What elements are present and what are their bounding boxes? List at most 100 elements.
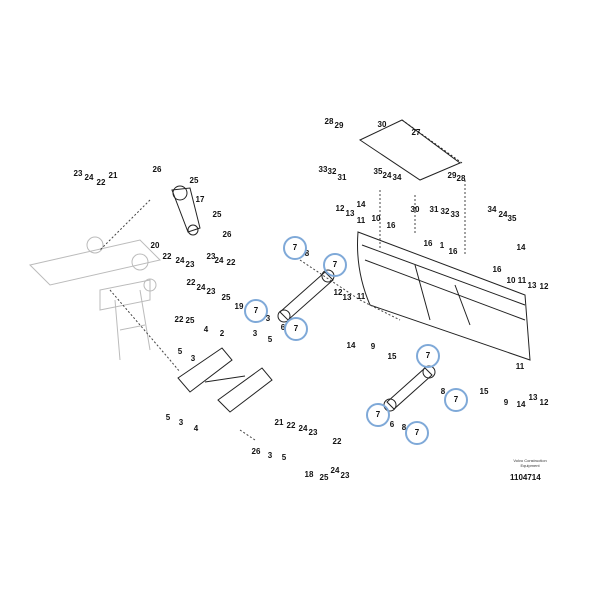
- callout-label-13: 13: [528, 393, 538, 402]
- callout-label-33: 33: [318, 165, 328, 174]
- callout-label-23: 23: [206, 252, 216, 261]
- callout-label-33: 33: [450, 210, 460, 219]
- callout-highlight-circle: [405, 421, 429, 445]
- callout-label-1: 1: [439, 241, 445, 250]
- callout-label-23: 23: [308, 428, 318, 437]
- callout-label-7: 7: [414, 428, 420, 437]
- callout-label-26: 26: [152, 165, 162, 174]
- callout-label-24: 24: [382, 171, 392, 180]
- callout-label-29: 29: [334, 121, 344, 130]
- callout-label-5: 5: [281, 453, 287, 462]
- callout-label-24: 24: [330, 466, 340, 475]
- callout-label-28: 28: [456, 174, 466, 183]
- callout-label-24: 24: [175, 256, 185, 265]
- callout-label-31: 31: [337, 173, 347, 182]
- callout-label-34: 34: [487, 205, 497, 214]
- callout-label-27: 27: [411, 128, 421, 137]
- callout-label-21: 21: [108, 171, 118, 180]
- callout-label-7: 7: [375, 410, 381, 419]
- callout-label-29: 29: [447, 171, 457, 180]
- callout-label-35: 35: [507, 214, 517, 223]
- callout-label-13: 13: [345, 209, 355, 218]
- callout-label-19: 19: [234, 302, 244, 311]
- callout-label-2: 2: [219, 329, 225, 338]
- callout-label-12: 12: [333, 288, 343, 297]
- callout-label-34: 34: [392, 173, 402, 182]
- callout-label-22: 22: [186, 278, 196, 287]
- callout-label-25: 25: [189, 176, 199, 185]
- callout-label-25: 25: [319, 473, 329, 482]
- callout-label-7: 7: [292, 243, 298, 252]
- callout-label-12: 12: [539, 282, 549, 291]
- callout-label-22: 22: [286, 421, 296, 430]
- callout-label-16: 16: [386, 221, 396, 230]
- callout-label-31: 31: [429, 205, 439, 214]
- machine-frame: [29, 236, 161, 361]
- callout-label-20: 20: [150, 241, 160, 250]
- callout-label-21: 21: [274, 418, 284, 427]
- callout-label-25: 25: [212, 210, 222, 219]
- lower-link: [383, 365, 436, 412]
- callout-label-24: 24: [196, 283, 206, 292]
- callout-highlight-circle: [284, 317, 308, 341]
- callout-label-30: 30: [377, 120, 387, 129]
- cover-plate: [358, 119, 463, 181]
- callout-label-17: 17: [195, 195, 205, 204]
- callout-label-8: 8: [304, 249, 310, 258]
- callout-label-3: 3: [265, 314, 271, 323]
- callout-label-4: 4: [193, 424, 199, 433]
- callout-label-23: 23: [73, 169, 83, 178]
- drawing-code: 1104714: [510, 473, 541, 482]
- callout-label-11: 11: [356, 216, 366, 225]
- arm-link: [171, 185, 201, 236]
- callout-label-3: 3: [178, 418, 184, 427]
- callout-label-5: 5: [165, 413, 171, 422]
- callout-label-28: 28: [324, 117, 334, 126]
- callout-label-13: 13: [342, 293, 352, 302]
- callout-label-22: 22: [226, 258, 236, 267]
- callout-label-7: 7: [293, 324, 299, 333]
- callout-label-35: 35: [373, 167, 383, 176]
- callout-label-6: 6: [280, 323, 286, 332]
- callout-label-14: 14: [346, 341, 356, 350]
- callout-label-22: 22: [332, 437, 342, 446]
- callout-highlight-circle: [244, 299, 268, 323]
- callout-label-14: 14: [516, 400, 526, 409]
- callout-label-7: 7: [453, 395, 459, 404]
- callout-label-11: 11: [356, 292, 366, 301]
- callout-label-30: 30: [410, 205, 420, 214]
- callout-label-6: 6: [389, 420, 395, 429]
- callout-label-3: 3: [267, 451, 273, 460]
- brand-text: Volvo Construction Equipment: [513, 458, 547, 469]
- callout-label-11: 11: [517, 276, 527, 285]
- callout-label-10: 10: [506, 276, 516, 285]
- callout-label-24: 24: [298, 424, 308, 433]
- callout-label-23: 23: [206, 287, 216, 296]
- callout-label-15: 15: [479, 387, 489, 396]
- callout-label-3: 3: [190, 354, 196, 363]
- callout-label-7: 7: [253, 306, 259, 315]
- callout-label-16: 16: [492, 265, 502, 274]
- callout-label-32: 32: [327, 167, 337, 176]
- callout-label-11: 11: [515, 362, 525, 371]
- callout-label-14: 14: [356, 200, 366, 209]
- callout-label-32: 32: [440, 207, 450, 216]
- callout-label-7: 7: [332, 260, 338, 269]
- callout-highlight-circle: [444, 388, 468, 412]
- callout-label-16: 16: [448, 247, 458, 256]
- callout-label-25: 25: [185, 316, 195, 325]
- callout-label-16: 16: [423, 239, 433, 248]
- callout-label-13: 13: [527, 281, 537, 290]
- callout-label-23: 23: [340, 471, 350, 480]
- callout-label-22: 22: [162, 252, 172, 261]
- callout-highlight-circle: [416, 344, 440, 368]
- callout-label-15: 15: [387, 352, 397, 361]
- callout-label-22: 22: [96, 178, 106, 187]
- callout-label-7: 7: [425, 351, 431, 360]
- upper-link: [277, 269, 335, 323]
- callout-label-14: 14: [516, 243, 526, 252]
- callout-label-8: 8: [440, 387, 446, 396]
- callout-label-10: 10: [371, 214, 381, 223]
